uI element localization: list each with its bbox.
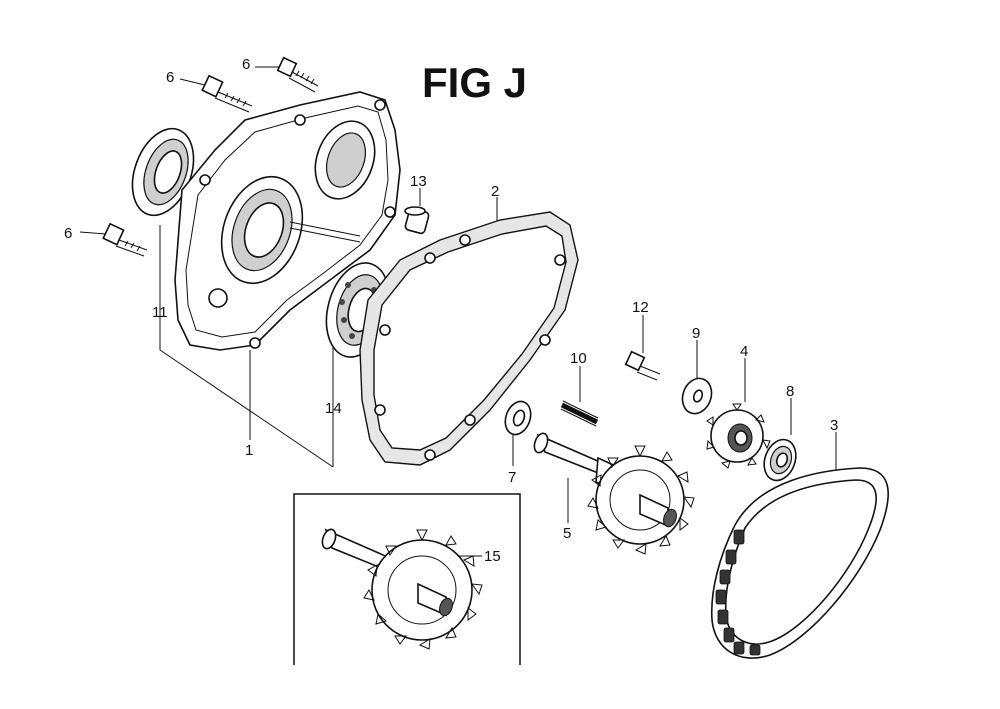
callout-5: 5 xyxy=(563,525,571,542)
bolt-6-top xyxy=(276,56,319,93)
callout-12: 12 xyxy=(632,299,649,316)
gasket-2 xyxy=(359,211,579,466)
callout-4: 4 xyxy=(740,343,748,360)
inset-box xyxy=(293,493,521,665)
callout-2: 2 xyxy=(491,183,499,200)
shaft-sprocket-15 xyxy=(321,528,483,650)
gear-case-cover-1 xyxy=(174,91,401,351)
callout-13-top: 13 xyxy=(410,173,427,190)
figure-title: FIG J xyxy=(422,59,527,106)
small-sprocket-4 xyxy=(706,403,771,469)
callout-15: 15 xyxy=(484,548,501,565)
callout-8: 8 xyxy=(786,383,794,400)
dowel-pin-13-top xyxy=(404,206,430,235)
bolt-6-mid xyxy=(201,74,253,113)
oil-seal-8 xyxy=(763,438,797,482)
bolt-12 xyxy=(624,350,661,381)
callout-10: 10 xyxy=(570,350,587,367)
callout-14: 14 xyxy=(325,400,342,417)
oil-seal-11 xyxy=(131,127,195,217)
shaft-sprocket-5 xyxy=(533,432,695,555)
bolt-6-left xyxy=(102,222,148,257)
callout-6-top: 6 xyxy=(242,56,250,73)
washer-7 xyxy=(504,400,532,436)
callout-11: 11 xyxy=(152,304,168,321)
key-pin-10 xyxy=(560,400,599,427)
callout-6-mid: 6 xyxy=(166,69,174,86)
callout-1: 1 xyxy=(245,442,253,459)
callout-6-left: 6 xyxy=(64,225,72,242)
callout-7: 7 xyxy=(508,469,516,486)
callout-9: 9 xyxy=(692,325,700,342)
callout-3: 3 xyxy=(830,417,838,434)
chain-3 xyxy=(710,467,889,659)
washer-9 xyxy=(681,377,713,415)
